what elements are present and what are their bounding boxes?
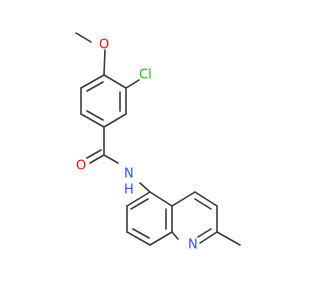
bond-c2-c1 xyxy=(103,113,127,128)
bond-methyl-o xyxy=(75,32,92,43)
bond-q10-inner xyxy=(197,228,212,238)
bond-q4 xyxy=(149,231,173,246)
bond-c3-cl xyxy=(125,79,140,89)
bond-q3-inner xyxy=(132,228,150,239)
bond-c1-c6-inner xyxy=(86,110,104,121)
bond-c5-c4 xyxy=(80,74,105,89)
bond-o-aryl xyxy=(103,49,106,76)
bond-carbonyl-n xyxy=(103,154,119,164)
bond-q7 xyxy=(171,191,196,207)
bond-quinoline-methyl xyxy=(216,231,241,246)
bond-n-quinoline xyxy=(139,182,151,193)
amide-hydrogen-label: H xyxy=(124,183,134,198)
atom-labels: O Cl O N H N xyxy=(76,38,198,253)
bond-q10 xyxy=(199,231,218,244)
bond-c1-c6 xyxy=(80,113,105,128)
bond-q3 xyxy=(126,231,151,246)
methoxy-oxygen-label: O xyxy=(99,38,109,53)
carbonyl-oxygen-label: O xyxy=(76,159,86,174)
molecule-diagram: O Cl O N H N xyxy=(75,32,241,253)
bond-q8 xyxy=(194,191,218,207)
bond-q6 xyxy=(149,191,173,207)
amide-nitrogen-label: N xyxy=(124,167,134,182)
bond-carbonyl-o-2 xyxy=(86,149,102,159)
bond-carbonyl-o-1 xyxy=(89,154,105,164)
bond-q1 xyxy=(126,191,151,207)
bond-q8-inner xyxy=(194,198,212,210)
ring-nitrogen-label: N xyxy=(188,238,198,253)
bond-q1-inner xyxy=(130,198,149,210)
chlorine-label: Cl xyxy=(139,68,152,83)
bond-c4-c3 xyxy=(103,74,127,89)
bond-q11 xyxy=(171,231,179,240)
bond-layer xyxy=(75,32,241,246)
bond-c5-c4-inner xyxy=(86,81,104,92)
